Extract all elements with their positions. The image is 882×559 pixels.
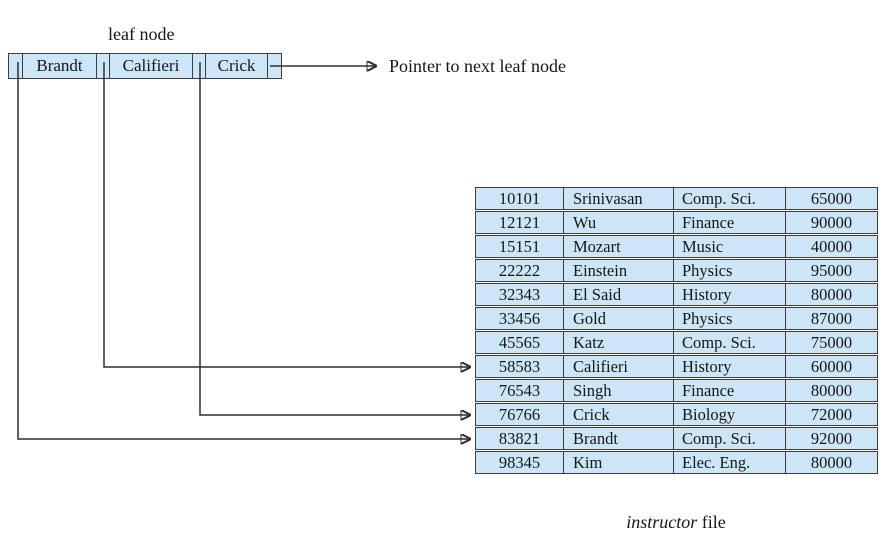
leaf-key-brandt: Brandt — [22, 54, 96, 78]
dept-cell: Physics — [673, 308, 785, 329]
id-cell: 12121 — [498, 212, 541, 232]
dept-cell: History — [673, 356, 785, 377]
salary-cell: 40000 — [785, 236, 877, 257]
instructor-file-caption: instructor file — [475, 512, 877, 533]
id-cell: 15151 — [498, 236, 541, 256]
name-cell: Califieri — [563, 356, 673, 377]
salary-cell: 92000 — [785, 428, 877, 449]
salary-cell: 90000 — [785, 212, 877, 233]
dept-cell: Biology — [673, 404, 785, 425]
dept-cell: Comp. Sci. — [673, 188, 785, 209]
pointer-to-next-leaf-label: Pointer to next leaf node — [389, 56, 566, 76]
id-cell: 58583 — [498, 356, 541, 376]
name-cell: Katz — [563, 332, 673, 353]
id-cell: 10101 — [498, 188, 541, 208]
salary-cell: 80000 — [785, 284, 877, 305]
dept-cell: Music — [673, 236, 785, 257]
caption-file-word: file — [697, 512, 726, 532]
dept-cell: Comp. Sci. — [673, 428, 785, 449]
leaf-key-califieri: Califieri — [109, 54, 192, 78]
name-cell: Wu — [563, 212, 673, 233]
leaf-node-label: leaf node — [108, 24, 175, 44]
id-cell: 45565 — [498, 332, 541, 352]
record-pointer-cell-brandt — [9, 54, 22, 78]
salary-cell: 95000 — [785, 260, 877, 281]
salary-cell: 80000 — [785, 452, 877, 473]
dept-cell: Finance — [673, 212, 785, 233]
name-cell: Brandt — [563, 428, 673, 449]
name-cell: Singh — [563, 380, 673, 401]
salary-cell: 80000 — [785, 380, 877, 401]
id-cell: 76543 — [498, 380, 541, 400]
name-cell: Gold — [563, 308, 673, 329]
dept-cell: Elec. Eng. — [673, 452, 785, 473]
salary-cell: 65000 — [785, 188, 877, 209]
pointer-line-crick — [199, 62, 471, 415]
leaf-node: Brandt Califieri Crick — [8, 53, 282, 79]
name-cell: Kim — [563, 452, 673, 473]
salary-cell: 87000 — [785, 308, 877, 329]
dept-cell: Comp. Sci. — [673, 332, 785, 353]
name-cell: Srinivasan — [563, 188, 673, 209]
id-cell: 98345 — [498, 452, 541, 472]
salary-cell: 75000 — [785, 332, 877, 353]
id-cell: 22222 — [498, 260, 541, 280]
record-pointer-cell-crick — [192, 54, 205, 78]
dept-cell: History — [673, 284, 785, 305]
next-leaf-pointer-cell — [267, 54, 281, 78]
dept-cell: Finance — [673, 380, 785, 401]
id-cell: 76766 — [498, 404, 541, 424]
name-cell: Crick — [563, 404, 673, 425]
caption-instructor-word: instructor — [626, 512, 698, 532]
name-cell: Einstein — [563, 260, 673, 281]
pointer-line-califieri — [103, 62, 471, 367]
salary-cell: 60000 — [785, 356, 877, 377]
pointer-line-brandt — [17, 62, 471, 439]
id-cell: 83821 — [498, 428, 541, 448]
leaf-key-crick: Crick — [205, 54, 267, 78]
salary-cell: 72000 — [785, 404, 877, 425]
id-cell: 32343 — [498, 284, 541, 304]
id-cell: 33456 — [498, 308, 541, 328]
record-pointer-cell-califieri — [96, 54, 109, 78]
name-cell: Mozart — [563, 236, 673, 257]
dept-cell: Physics — [673, 260, 785, 281]
name-cell: El Said — [563, 284, 673, 305]
